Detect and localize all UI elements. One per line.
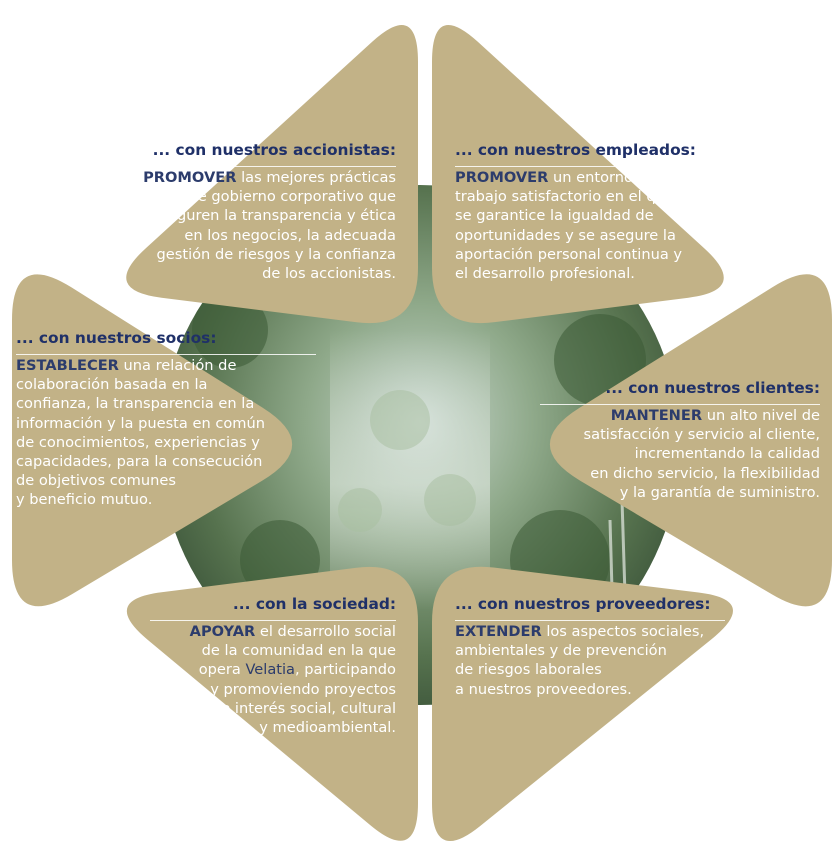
heading-socios: ... con nuestros socios: [16,329,217,347]
keyword-establecer: ESTABLECER [16,357,119,374]
divider-clientes [540,404,820,405]
divider-sociedad [150,620,396,621]
petal-empleados: ... con nuestros empleados: PROMOVER un … [455,140,715,283]
text-socios: ESTABLECER una relación de colaboración … [16,357,266,509]
keyword-apoyar: APOYAR [189,623,256,640]
keyword-promover: PROMOVER [143,169,237,186]
keyword-extender: EXTENDER [455,623,542,640]
divider-empleados [455,166,715,167]
heading-clientes: ... con nuestros clientes: [605,379,820,397]
petal-clientes: ... con nuestros clientes: MANTENER un a… [540,378,820,502]
keyword-promover: PROMOVER [455,169,549,186]
petal-accionistas: ... con nuestros accionistas: PROMOVER l… [140,140,396,283]
petal-shape-clientes [549,274,832,607]
petals [12,24,832,842]
keyword-mantener: MANTENER [610,407,703,424]
divider-socios [16,354,316,355]
heading-proveedores: ... con nuestros proveedores: [455,595,711,613]
petal-socios: ... con nuestros socios: ESTABLECER una … [16,328,316,510]
text-accionistas: PROMOVER las mejores prácticas de gobier… [143,169,396,283]
petal-shape-sociedad [126,566,418,841]
petal-proveedores: ... con nuestros proveedores: EXTENDER l… [455,594,725,699]
heading-sociedad: ... con la sociedad: [232,595,396,613]
text-sociedad: APOYAR el desarrollo social de la comuni… [189,623,396,737]
text-proveedores: EXTENDER los aspectos sociales, ambienta… [455,623,705,698]
text-empleados: PROMOVER un entorno de trabajo satisfact… [455,169,683,283]
brand-velatia: Velatia [245,661,295,679]
divider-proveedores [455,620,725,621]
heading-empleados: ... con nuestros empleados: [455,141,696,159]
petal-shape-empleados [432,24,724,324]
text-clientes: MANTENER un alto nivel de satisfacción y… [583,407,820,501]
petal-shape-proveedores [432,566,733,842]
petal-shape-accionistas [126,24,418,324]
divider-accionistas [140,166,396,167]
heading-accionistas: ... con nuestros accionistas: [152,141,396,159]
petal-sociedad: ... con la sociedad: APOYAR el desarroll… [150,594,396,737]
petal-shape-socios [12,274,293,607]
